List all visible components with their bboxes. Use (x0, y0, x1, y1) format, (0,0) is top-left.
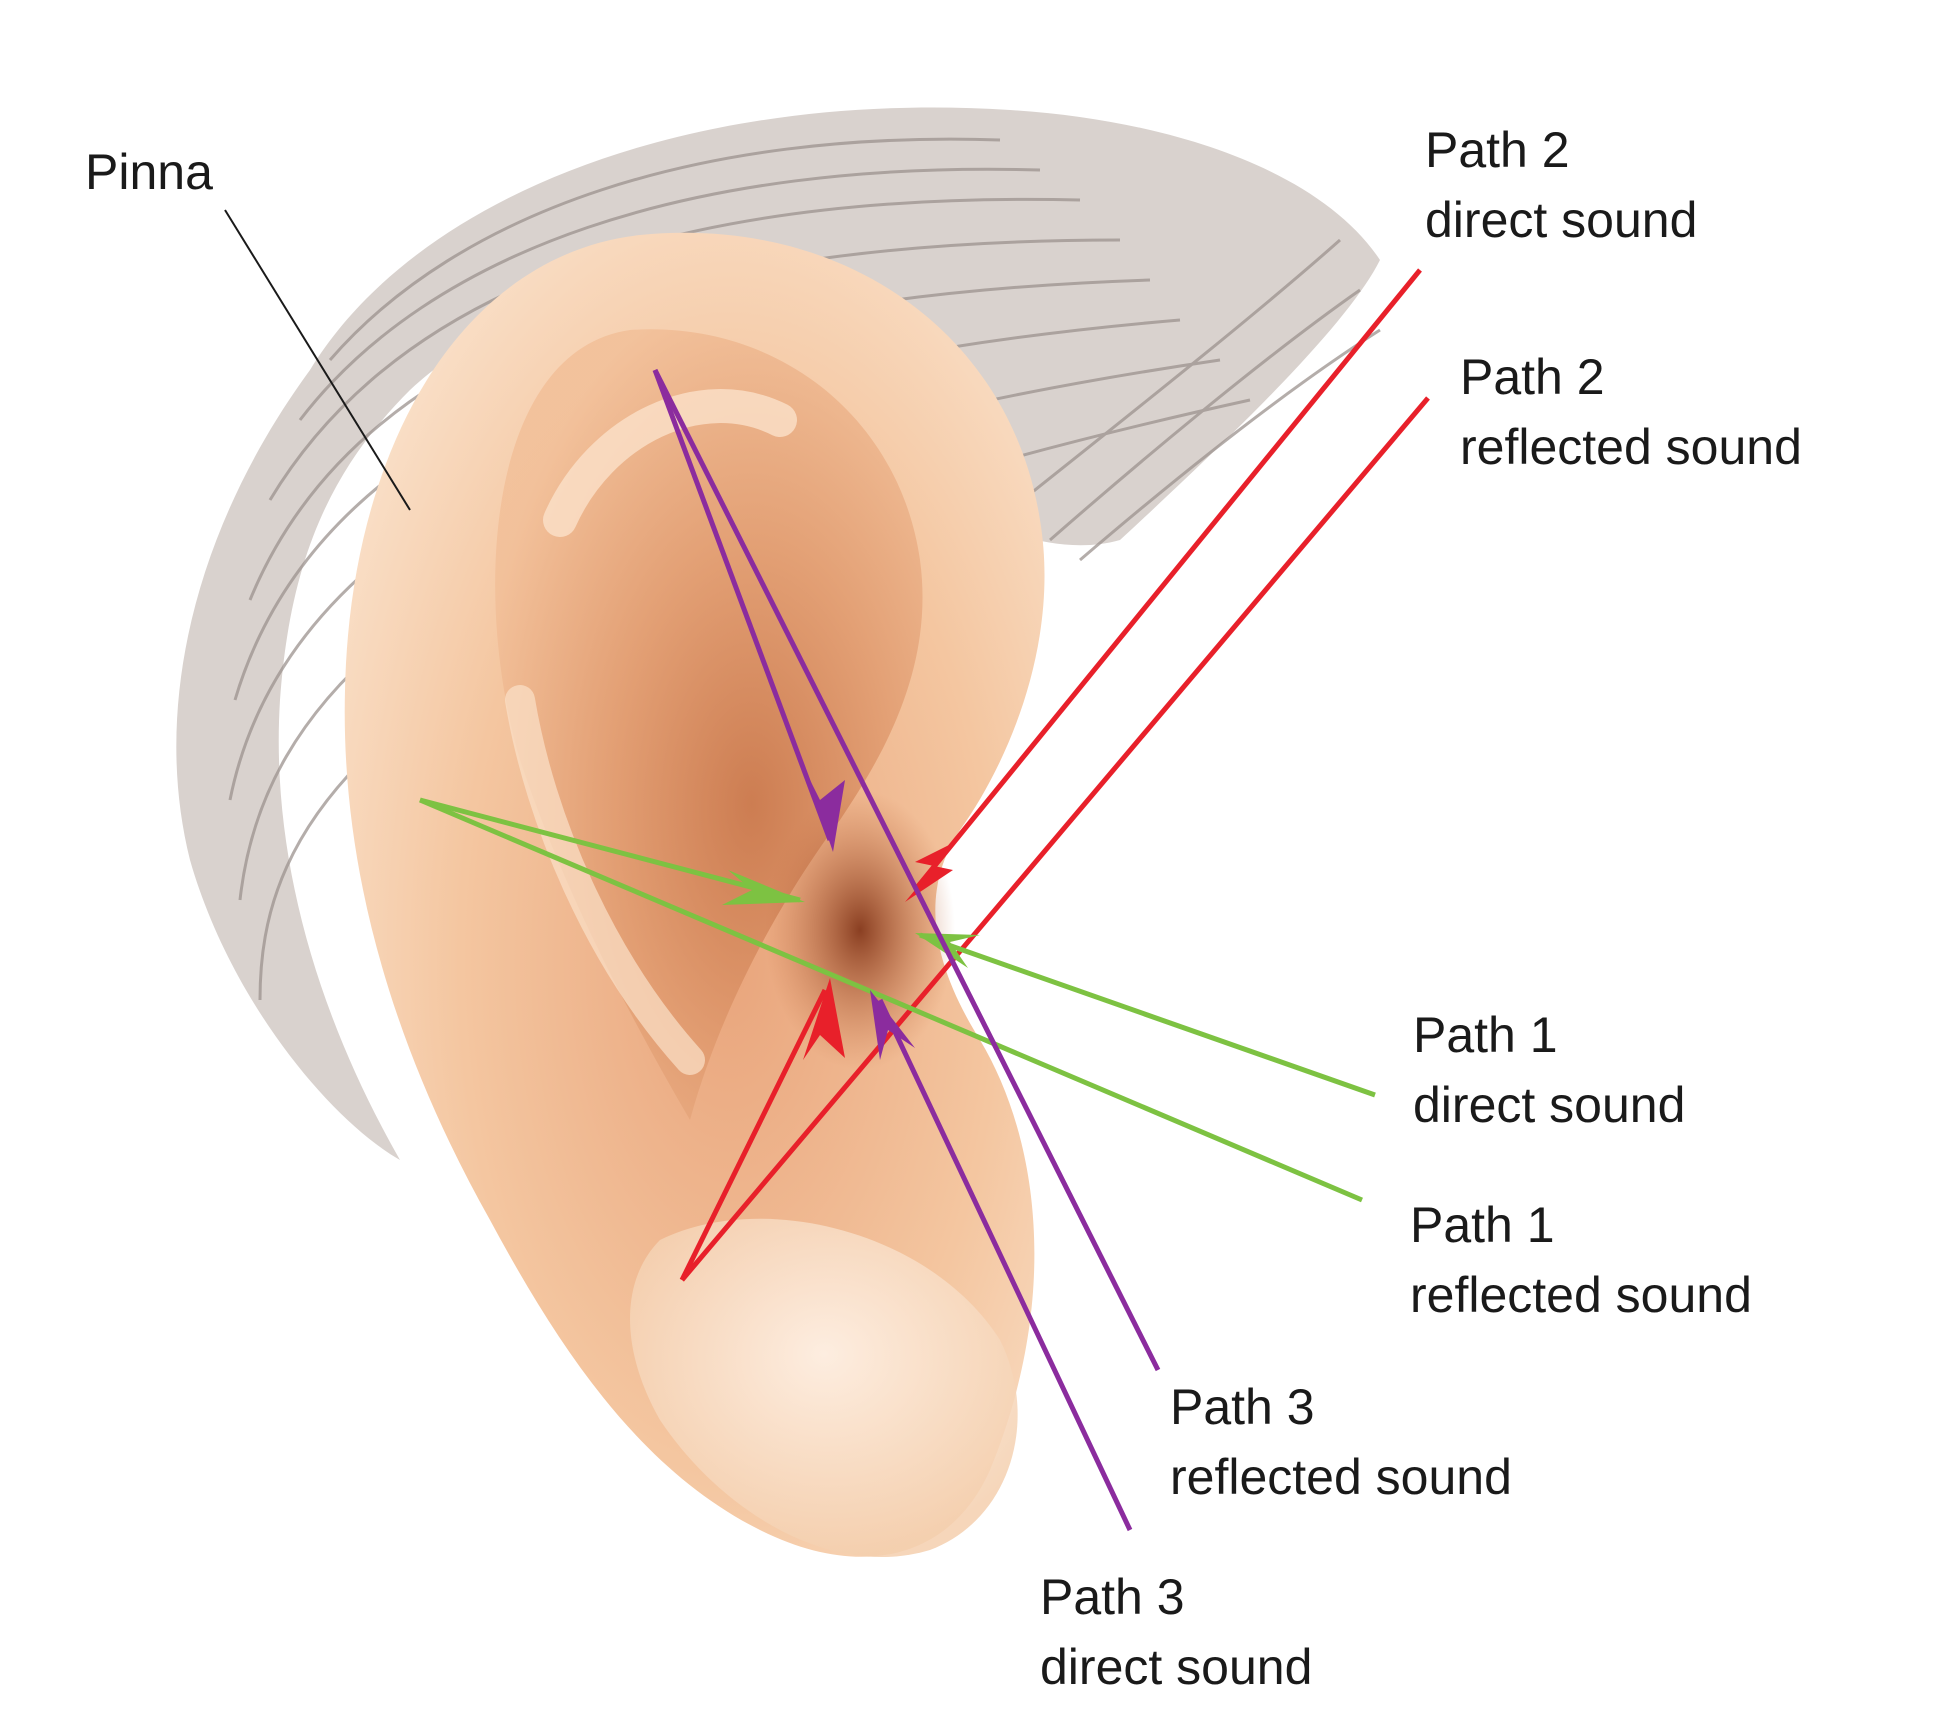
pinna-label: Pinna (85, 137, 213, 207)
ear-lobe (630, 1218, 1018, 1558)
pinna-label-text: Pinna (85, 144, 213, 200)
path3-lines (652, 368, 1161, 1532)
path1-direct-line (919, 932, 1376, 1098)
path2-reflected-label-desc: reflected sound (1460, 419, 1802, 475)
path1-reflected-line (419, 797, 1363, 1203)
path1-reflected-arrowhead (722, 870, 805, 905)
path1-direct-label-desc: direct sound (1413, 1077, 1686, 1133)
path2-direct-label-title: Path 2 (1425, 122, 1570, 178)
path1-reflected-label-title: Path 1 (1410, 1197, 1555, 1253)
path2-reflected-line (680, 396, 1430, 1282)
path1-reflected-line-2 (419, 797, 801, 903)
path3-direct-label: Path 3 direct sound (1040, 1562, 1312, 1702)
path2-direct-line (913, 268, 1422, 892)
path1-lines (419, 797, 1376, 1203)
path3-direct-label-title: Path 3 (1040, 1569, 1185, 1625)
path2-reflected-arrowhead (803, 978, 845, 1060)
pinna-leader-line (224, 209, 411, 511)
path2-reflected-label-title: Path 2 (1460, 349, 1605, 405)
path3-direct-line (877, 998, 1133, 1532)
path3-reflected-line-2 (652, 369, 833, 841)
path1-direct-label-title: Path 1 (1413, 1007, 1558, 1063)
path3-reflected-label-desc: reflected sound (1170, 1449, 1512, 1505)
path2-lines (679, 268, 1430, 1282)
path1-reflected-label-desc: reflected sound (1410, 1267, 1752, 1323)
path2-direct-label: Path 2 direct sound (1425, 115, 1697, 255)
path3-reflected-arrowhead (805, 770, 845, 852)
path2-reflected-label: Path 2 reflected sound (1460, 342, 1802, 482)
path2-direct-label-desc: direct sound (1425, 192, 1698, 248)
path1-direct-label: Path 1 direct sound (1413, 1000, 1685, 1140)
path3-reflected-label: Path 3 reflected sound (1170, 1372, 1512, 1512)
path3-reflected-line (652, 368, 1161, 1372)
path3-direct-arrowhead (870, 990, 915, 1060)
ear-canal (765, 790, 955, 1070)
path2-reflected-line-2 (679, 988, 828, 1282)
path3-reflected-label-title: Path 3 (1170, 1379, 1315, 1435)
path3-direct-label-desc: direct sound (1040, 1639, 1313, 1695)
path1-reflected-label: Path 1 reflected sound (1410, 1190, 1752, 1330)
